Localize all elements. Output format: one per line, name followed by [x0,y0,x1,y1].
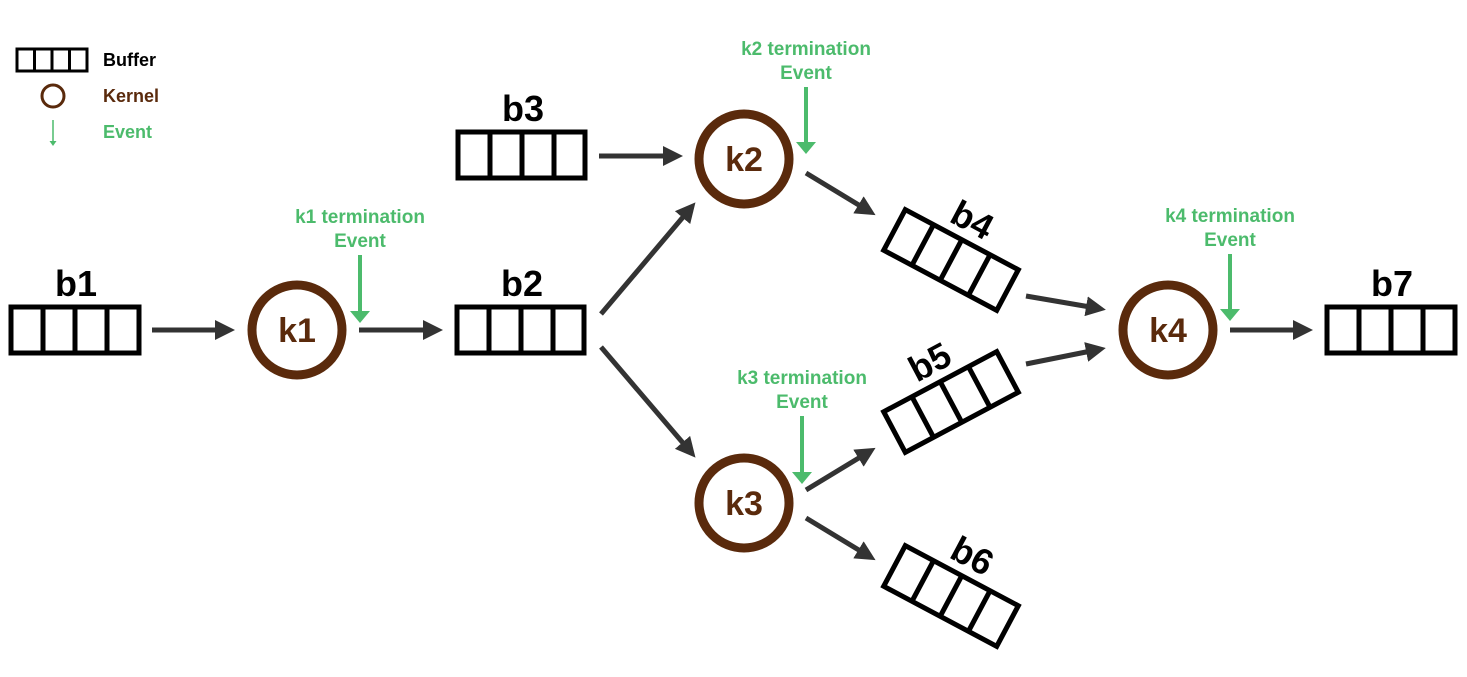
kernel-k1: k1 [247,280,347,380]
buffer-b6: b6 [880,528,1022,650]
kernel-k2-label: k2 [725,141,763,179]
kernel-k2: k2 [694,109,794,209]
event-k4: k4 termination Event [1165,206,1295,321]
arrow-k3-b6 [804,515,876,561]
buffer-b2: b2 [454,263,587,356]
legend-kernel-label: Kernel [103,86,159,106]
flow-arrows [152,146,1313,561]
event-k3-line2: Event [776,392,828,413]
buffer-b7: b7 [1324,263,1458,356]
event-k1-arrow-icon [350,311,370,323]
buffer-b1-label: b1 [55,263,97,304]
buffer-b4: b4 [880,192,1022,314]
event-k4-arrow-icon [1220,309,1240,321]
event-k3-arrow-icon [792,472,812,484]
kernel-k3-label: k3 [725,485,763,523]
arrow-k2-b4 [804,170,876,216]
legend-buffer-icon [15,47,89,73]
legend-buffer-label: Buffer [103,50,156,70]
arrow-b5-k4 [1025,342,1106,367]
event-k1-line1: k1 termination [295,207,425,228]
kernel-k1-label: k1 [278,312,316,350]
buffer-b2-label: b2 [501,263,543,304]
legend: Buffer Kernel Event [15,47,159,146]
event-k1-line2: Event [334,231,386,252]
event-k1: k1 termination Event [295,207,425,323]
event-k4-line1: k4 termination [1165,206,1295,227]
arrow-b2-k2 [599,202,696,316]
kernel-k3: k3 [694,453,794,553]
legend-event-icon [49,120,57,146]
arrow-k3-b5 [804,447,876,493]
event-k2: k2 termination Event [741,39,871,154]
buffer-b3-label: b3 [502,88,544,129]
legend-kernel-icon [40,83,66,109]
event-k4-line2: Event [1204,230,1256,251]
buffer-b7-label: b7 [1371,263,1413,304]
event-k2-line1: k2 termination [741,39,871,60]
legend-event-label: Event [103,122,152,142]
kernel-k4: k4 [1118,280,1218,380]
buffer-b5: b5 [880,334,1022,456]
kernel-k4-label: k4 [1149,312,1187,350]
buffer-b1: b1 [8,263,142,356]
event-k2-arrow-icon [796,142,816,154]
arrow-b2-k3 [599,345,696,458]
event-k3: k3 termination Event [737,368,867,484]
event-k2-line2: Event [780,63,832,84]
event-k3-line1: k3 termination [737,368,867,389]
arrow-b4-k4 [1025,293,1106,317]
buffer-b3: b3 [455,88,588,181]
